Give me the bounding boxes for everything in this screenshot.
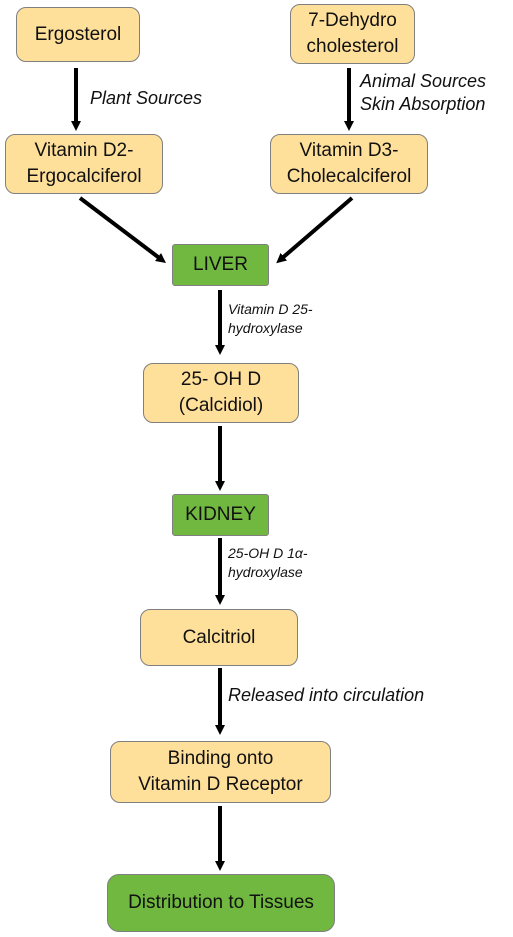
arrow-d2-to-liver [78, 196, 166, 264]
liver-enzyme-label: Vitamin D 25- hydroxylase [228, 300, 313, 338]
tissues-label: Distribution to Tissues [128, 892, 314, 914]
kidney-enzyme-line1: 25-OH D 1α- [228, 545, 308, 561]
calcitriol-node: Calcitriol [140, 609, 298, 666]
receptor-label-line2: Vitamin D Receptor [138, 774, 303, 795]
vitamin-d3-label-line1: Vitamin D3- [299, 140, 399, 162]
kidney-enzyme-line2: hydroxylase [228, 563, 303, 580]
arrow-d3-to-liver [276, 196, 354, 264]
kidney-node: KIDNEY [172, 494, 269, 536]
receptor-node: Binding onto Vitamin D Receptor [110, 741, 331, 803]
receptor-label-line1: Binding onto [167, 748, 274, 770]
calcidiol-node: 25- OH D (Calcidiol) [143, 363, 299, 423]
calcidiol-label-line2: (Calcidiol) [178, 395, 264, 416]
dehydrocholesterol-label-line1: 7-Dehydro [308, 10, 397, 32]
vitamin-d3-node: Vitamin D3- Cholecalciferol [270, 134, 428, 194]
calcidiol-label-line1: 25- OH D [180, 369, 262, 391]
tissues-node: Distribution to Tissues [107, 874, 335, 932]
calcitriol-label: Calcitriol [182, 626, 256, 648]
kidney-label: KIDNEY [185, 504, 256, 526]
liver-enzyme-line2: hydroxylase [228, 319, 303, 336]
circulation-label: Released into circulation [228, 685, 425, 705]
animal-sources-label: Animal Sources Skin Absorption [360, 70, 486, 117]
dehydrocholesterol-node: 7-Dehydro cholesterol [290, 4, 415, 64]
liver-enzyme-line1: Vitamin D 25- [228, 301, 313, 317]
vitamin-d2-label-line2: Ergocalciferol [26, 166, 142, 187]
kidney-enzyme-label: 25-OH D 1α- hydroxylase [228, 544, 308, 582]
animal-sources-text: Animal Sources [360, 71, 487, 91]
vitamin-d2-label-line1: Vitamin D2- [34, 140, 134, 162]
plant-sources-label: Plant Sources [90, 88, 203, 108]
liver-node: LIVER [172, 244, 269, 286]
ergosterol-label: Ergosterol [34, 23, 122, 45]
liver-label: LIVER [193, 254, 248, 276]
vitamin-d2-node: Vitamin D2- Ergocalciferol [5, 134, 163, 194]
ergosterol-node: Ergosterol [16, 7, 140, 62]
vitamin-d3-label-line2: Cholecalciferol [286, 166, 412, 187]
skin-absorption-text: Skin Absorption [360, 94, 486, 115]
dehydrocholesterol-label-line2: cholesterol [306, 36, 399, 57]
